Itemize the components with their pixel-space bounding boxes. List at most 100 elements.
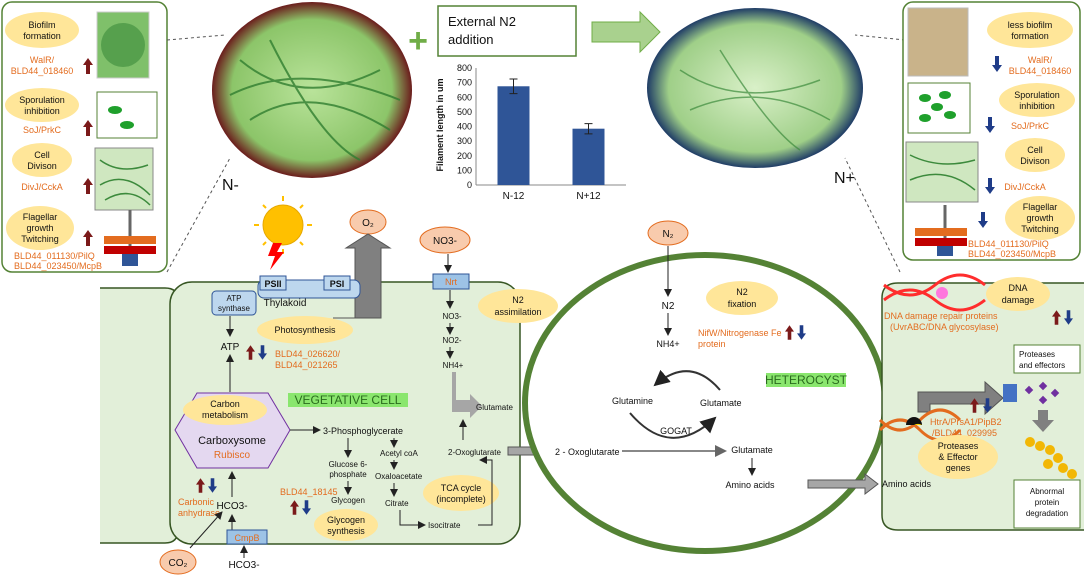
carbon-metabolism-1: Carbon: [210, 399, 240, 409]
hco3-outside-label: HCO3-: [228, 560, 259, 571]
isocitrate-label: Isocitrate: [428, 521, 461, 530]
sporulation-genes: SoJ/PrkC: [1011, 121, 1050, 131]
glutamine-label: Glutamine: [612, 396, 653, 406]
n2-label: N2: [662, 301, 675, 312]
n-plus-panel: less biofilm formation WalR/ BLD44_01846…: [902, 1, 1081, 261]
division-genes: DivJ/CckA: [1004, 182, 1046, 192]
down-arrow-icon: [1032, 410, 1054, 432]
sporulation-pill: [999, 83, 1075, 117]
biofilm-photo: [907, 7, 969, 77]
filament-length-chart: Filament length in um 010020030040050060…: [435, 63, 626, 202]
spore-icon: [944, 111, 956, 119]
hco3-inside-label: HCO3-: [216, 501, 247, 512]
n-minus-micrograph: [212, 2, 412, 178]
g6p-label-2: phosphate: [329, 470, 367, 479]
division-pill: [1005, 138, 1065, 172]
protein-aggregate-icon: [1025, 437, 1077, 479]
acetyl-label: Acetyl coA: [380, 449, 418, 458]
atp-synthase-label-1: ATP: [227, 294, 242, 303]
chart-ytick-label: 700: [457, 78, 472, 88]
external-n2-box: [437, 5, 577, 57]
oxoglut-het-label: 2 - Oxoglutarate: [555, 447, 620, 457]
filament-photo: [905, 141, 979, 203]
peptide-fragments-icon: [1024, 381, 1060, 405]
abnormal-2: protein: [1035, 498, 1059, 507]
biofilm-pill: [5, 12, 79, 48]
carbon-metabolism-2: metabolism: [202, 410, 248, 420]
biofilm-genes-2: BLD44_018460: [11, 66, 74, 76]
tca-label-2: (incomplete): [436, 494, 486, 504]
flagellar-title-1: Flagellar: [1023, 202, 1058, 212]
heterocyst-label: HETEROCYST: [765, 373, 848, 387]
photosynthesis-label: Photosynthesis: [274, 325, 336, 335]
spore-icon: [931, 103, 943, 111]
flagellar-title-2: growth: [26, 223, 53, 233]
sporulation-title-1: Sporulation: [1014, 90, 1060, 100]
amino-right-label: Amino acids: [882, 479, 932, 489]
biofilm-genes-1: WalR/: [30, 55, 55, 65]
nh4-het-label: NH4+: [656, 339, 679, 349]
dashed-connector: [166, 34, 226, 41]
chart-ytick-label: 100: [457, 165, 472, 175]
flagellar-title-3: Twitching: [21, 234, 59, 244]
nrt-label: Nrt: [445, 277, 457, 287]
n-minus-label: N-: [222, 177, 239, 194]
no2-label: NO2-: [442, 336, 461, 345]
carboxysome-label: Carboxysome: [198, 435, 266, 447]
sporulation-title-2: inhibition: [24, 106, 60, 116]
gs-cycle-arrow: [653, 369, 721, 391]
gogat-label: GOGAT: [660, 426, 692, 436]
plus-sign: +: [408, 22, 428, 60]
htra-genes-2: /BLD44_029995: [932, 428, 997, 438]
flagellar-title-2: growth: [1026, 213, 1053, 223]
arrow: [189, 511, 223, 549]
vegetative-cell-label: VEGETATIVE CELL: [295, 393, 402, 407]
oxoglut-label: 2-Oxoglutarate: [448, 448, 501, 457]
cmpb-transporter: [226, 529, 268, 545]
glycogen-synth-2: synthesis: [327, 526, 365, 536]
dna-helix-icon: [883, 273, 986, 312]
chart-xtick-label: N+12: [576, 191, 601, 202]
psi-complex: [323, 275, 351, 291]
n2-assimilation-pill: [478, 289, 558, 323]
no3-inside-label: NO3-: [442, 312, 461, 321]
g6p-label-1: Glucose 6-: [329, 460, 368, 469]
chart-ylabel: Filament length in um: [435, 78, 445, 171]
spore-icon: [919, 94, 931, 102]
abnormal-3: degradation: [1026, 509, 1068, 518]
carbonic-anhydrase-2: anhydrase: [178, 508, 220, 518]
chart-error-bar: [509, 78, 518, 95]
n2-fixation-1: N2: [736, 287, 748, 297]
transition-arrow-icon: [591, 10, 661, 54]
glycogen-synthesis-pill: [314, 509, 378, 541]
division-title-1: Cell: [1027, 145, 1043, 155]
proteases-effector-pill: [918, 435, 998, 479]
oxaloacetate-label: Oxaloacetate: [375, 472, 423, 481]
chart-ytick-label: 500: [457, 107, 472, 117]
left-partial-cell: [100, 287, 179, 544]
gogat-cycle-arrow: [629, 412, 717, 439]
flagellar-motor-icon: [104, 210, 156, 266]
n-minus-panel: Biofilm formation WalR/ BLD44_018460 Spo…: [1, 1, 168, 273]
sun-icon: [254, 196, 312, 254]
protease-complex-icon: [1003, 384, 1017, 402]
sporulation-pill: [5, 88, 79, 122]
division-title-2: Divison: [1020, 156, 1050, 166]
chart-error-bar: [584, 123, 593, 135]
division-title-1: Cell: [34, 150, 50, 160]
sporulation-title-1: Sporulation: [19, 95, 65, 105]
n-plus-label: N+: [834, 170, 855, 187]
division-title-2: Divison: [27, 161, 57, 171]
proteases-effectors-box: [1013, 344, 1081, 374]
spore-icon: [919, 114, 931, 122]
rubisco-label: Rubisco: [214, 450, 251, 461]
psi-label: PSI: [330, 279, 345, 289]
carbon-metabolism-pill: [183, 395, 267, 425]
heterocyst-label-bg: [766, 373, 846, 387]
n2-bubble: [647, 220, 689, 246]
biofilm-pill: [987, 12, 1073, 48]
no3-external-label: NO3-: [433, 236, 457, 247]
chart-ytick-label: 300: [457, 136, 472, 146]
n2-assim-label-2: assimilation: [494, 307, 541, 317]
